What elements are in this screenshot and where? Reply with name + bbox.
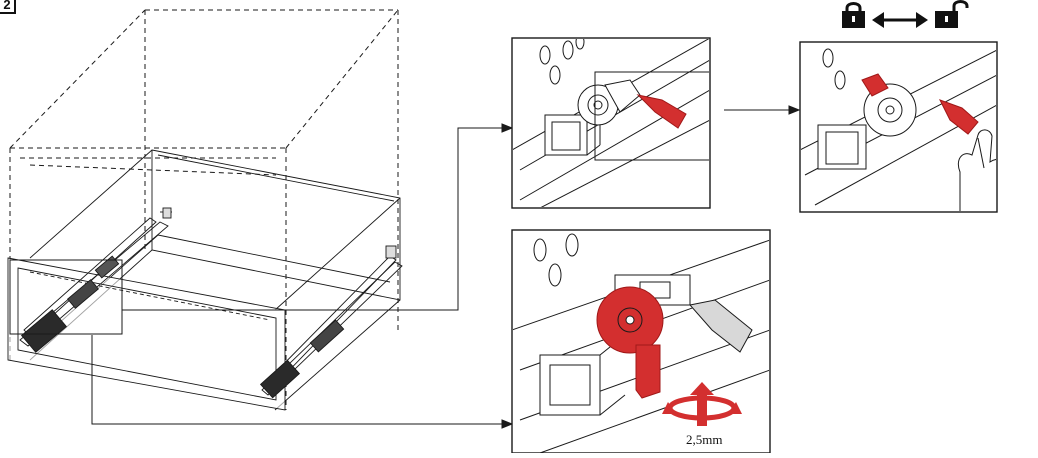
- left-rail-zoom-box: [9, 259, 123, 335]
- right-runner-rail: [259, 245, 403, 399]
- double-arrow-icon: [872, 12, 928, 28]
- hand-icon: [957, 129, 996, 211]
- lock-toggle-row: [842, 0, 969, 28]
- padlock-unlocked-icon: [935, 0, 969, 28]
- step-number: 2: [0, 0, 16, 14]
- detail-panel-unlock: [799, 41, 998, 213]
- rotation-arrow-icon: [662, 382, 742, 426]
- measurement-label: 2,5mm: [686, 432, 723, 447]
- drawer-box: [29, 149, 401, 411]
- detail-panel-height-adjust: [511, 229, 771, 454]
- detail-panel-lock: [511, 37, 711, 209]
- padlock-locked-icon: [842, 2, 865, 28]
- connector-lines: [91, 105, 801, 429]
- cabinet-outline: [9, 9, 399, 410]
